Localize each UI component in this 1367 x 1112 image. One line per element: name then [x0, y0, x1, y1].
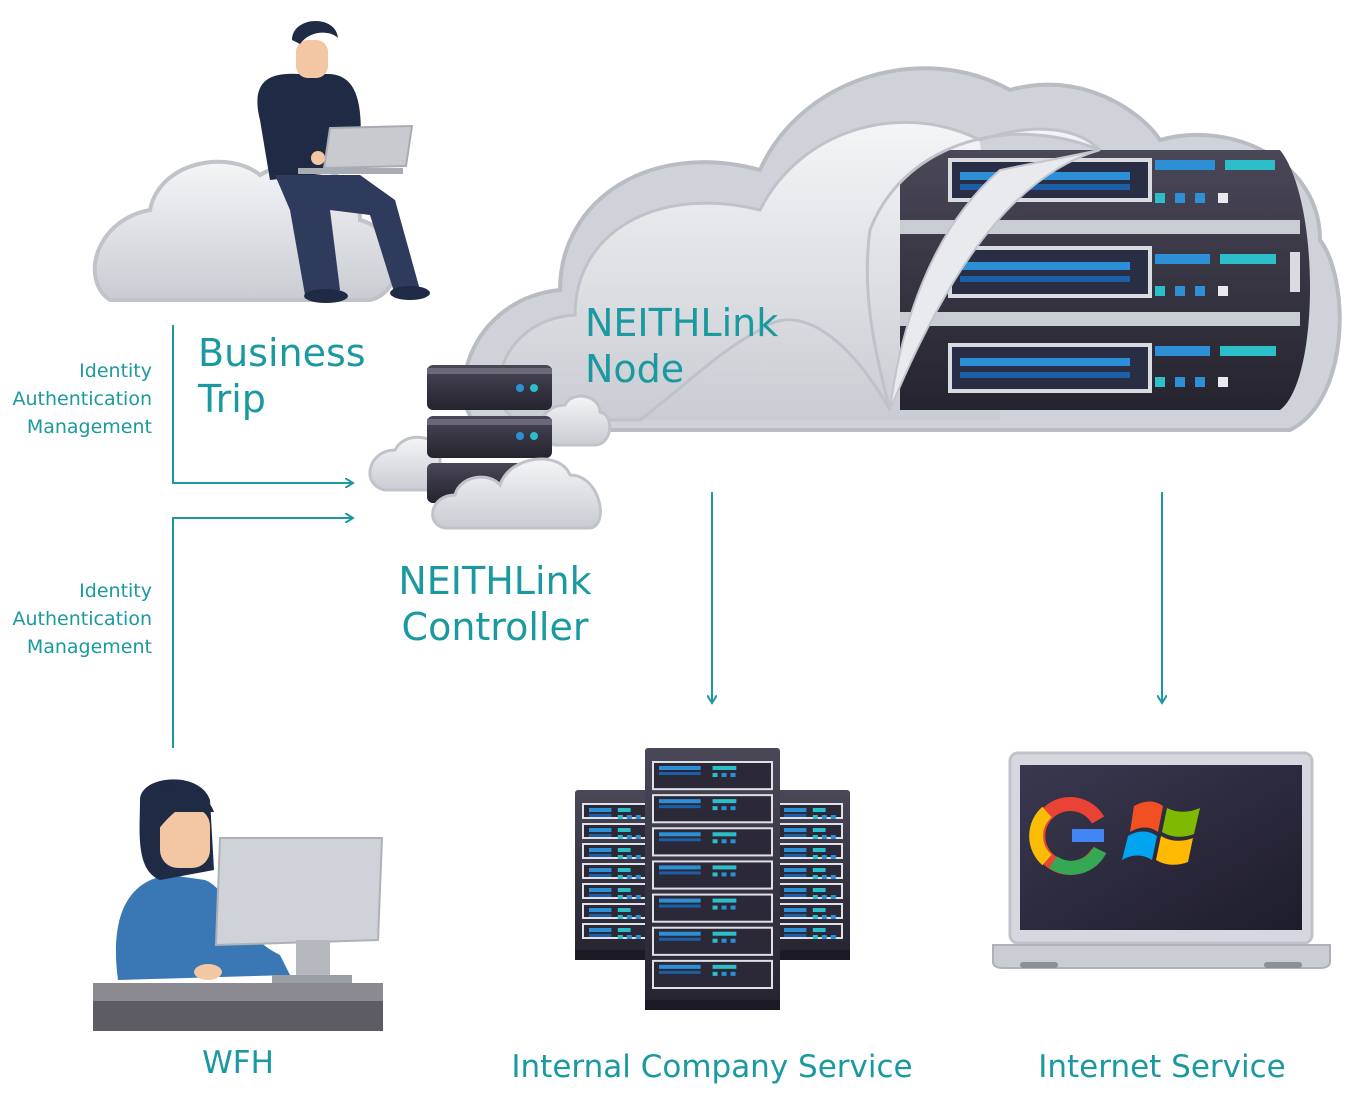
- neithlink-node-line-2: Node: [585, 347, 685, 391]
- server-rack-icon: [575, 748, 850, 1010]
- wfh-label: WFH: [202, 1045, 274, 1081]
- neithlink-controller-line-1: NEITHLink: [398, 559, 592, 603]
- cloud-server-panel: [900, 150, 1310, 410]
- identity-auth-label-top: Identity Authentication Management: [0, 357, 152, 441]
- identity-top-line-3: Management: [26, 416, 152, 438]
- identity-bottom-line-3: Management: [26, 636, 152, 658]
- neithlink-node-label: NEITHLink Node: [585, 300, 778, 392]
- business-trip-line-2: Trip: [198, 377, 266, 421]
- server-rack-center: [645, 748, 780, 1010]
- internal-company-service-label: Internal Company Service: [511, 1049, 913, 1085]
- google-logo-icon: [1029, 797, 1107, 875]
- identity-bottom-line-1: Identity: [79, 580, 152, 602]
- arrow-wfh-to-controller: [172, 518, 352, 748]
- identity-auth-label-bottom: Identity Authentication Management: [0, 577, 152, 661]
- connector-lines: [172, 325, 1162, 748]
- business-traveler-icon: [92, 20, 430, 303]
- laptop-icon: [992, 751, 1331, 969]
- arrow-business-to-controller: [172, 325, 352, 483]
- windows-logo-icon: [1122, 801, 1200, 865]
- server-rack-right: [770, 790, 850, 960]
- neithlink-controller-line-2: Controller: [401, 605, 589, 649]
- identity-bottom-line-2: Authentication: [12, 608, 152, 630]
- identity-top-line-1: Identity: [79, 360, 152, 382]
- neithlink-node-line-1: NEITHLink: [585, 301, 779, 345]
- neithlink-controller-label: NEITHLink Controller: [390, 558, 600, 650]
- wfh-worker-icon: [93, 779, 384, 1031]
- business-trip-label: Business Trip: [198, 330, 366, 422]
- business-trip-line-1: Business: [198, 331, 366, 375]
- neithlink-node-cloud-icon: [461, 66, 1342, 432]
- server-rack-left: [575, 790, 655, 960]
- neithlink-controller-icon: [368, 365, 611, 530]
- internet-service-label: Internet Service: [1038, 1049, 1286, 1085]
- identity-top-line-2: Authentication: [12, 388, 152, 410]
